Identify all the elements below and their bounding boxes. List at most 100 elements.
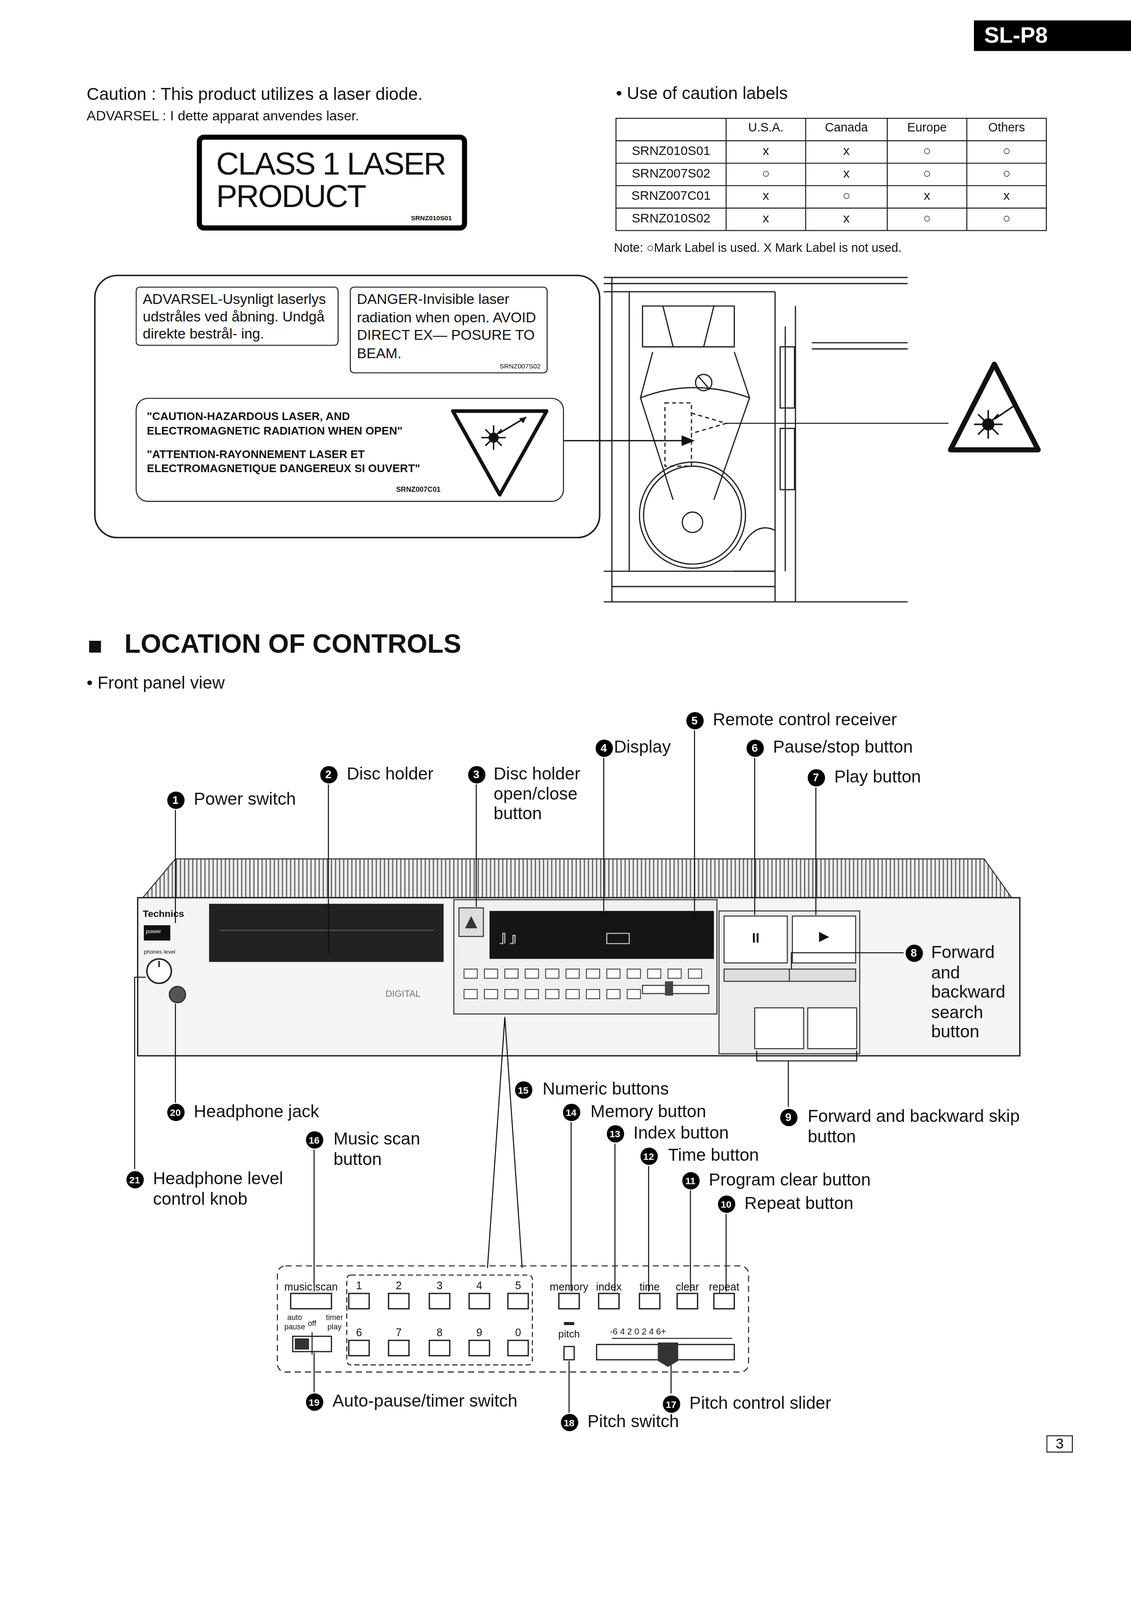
table-cell: x (843, 211, 850, 226)
panel-legend: phones level (143, 948, 176, 955)
callout-label: Index button (633, 1122, 729, 1143)
callout-label: Forward and backward search button (931, 942, 1018, 1043)
table-cell: x (762, 211, 770, 226)
button-legend: music scan (284, 1279, 338, 1293)
table-cell: x (1003, 188, 1010, 204)
callout-label: Disc holder open/close button (493, 763, 596, 824)
callout-number: 5 (685, 711, 704, 729)
callout-number: 4 (594, 738, 613, 757)
table-cell: x (843, 143, 850, 159)
table-cell: ○ (842, 188, 851, 204)
callout-label: Auto-pause/timer switch (332, 1390, 518, 1411)
callout-number: 2 (319, 765, 338, 783)
button-legend: memory (549, 1279, 589, 1293)
scale-legend: -6 4 2 0 2 4 6+ (609, 1326, 667, 1337)
table-cell: ○ (762, 166, 770, 181)
button-legend: 5 (515, 1278, 522, 1292)
callout-label: Display (614, 737, 671, 758)
button-legend: 7 (395, 1325, 402, 1338)
table-cell: x (924, 188, 931, 204)
callout-number: 11 (681, 1171, 700, 1189)
button-legend: 4 (476, 1278, 483, 1292)
switch-legend: timer play (321, 1313, 348, 1332)
section-heading: LOCATION OF CONTROLS (124, 629, 462, 660)
page-number: 3 (1046, 1434, 1073, 1453)
label-code: SRNZ007C01 (146, 485, 441, 493)
label-text: DANGER-Invisible laser radiation when op… (356, 290, 541, 362)
table-cell: ○ (1002, 211, 1011, 226)
table-heading: • Use of caution labels (615, 83, 788, 104)
brand-logo: Technics (142, 908, 185, 920)
callout-label: Remote control receiver (712, 709, 897, 730)
callout-number: 20 (166, 1102, 185, 1121)
callout-label: Time button (667, 1145, 759, 1166)
table-cell: SRNZ007S02 (631, 166, 711, 181)
button-legend: time (639, 1279, 660, 1293)
subheading: • Front panel view (86, 673, 225, 694)
table-cell: SRNZ007C01 (631, 188, 711, 204)
caution-text: ADVARSEL : I dette apparat anvendes lase… (86, 107, 359, 124)
callout-number: 7 (807, 768, 825, 787)
table-cell: x (762, 143, 770, 159)
warning-label: ADVARSEL-Usynligt laserlys udstråles ved… (135, 286, 339, 347)
callout-label: Pause/stop button (772, 737, 913, 758)
pointer-arrow (563, 440, 694, 442)
button-legend: repeat (708, 1279, 740, 1293)
label-text: "CAUTION-HAZARDOUS LASER, AND ELECTROMAG… (146, 408, 441, 438)
button-symbol: ▶ (819, 929, 830, 945)
callout-number: 3 (467, 765, 486, 783)
table-cell: U.S.A. (748, 121, 784, 136)
leader-line (725, 422, 949, 424)
callout-label: Headphone level control knob (152, 1168, 316, 1209)
warning-label: DANGER-Invisible laser radiation when op… (349, 286, 549, 374)
button-legend: 0 (515, 1325, 522, 1338)
callout-number: 17 (662, 1394, 680, 1413)
callout-number: 15 (514, 1080, 533, 1099)
callout-label: Pitch switch (587, 1411, 679, 1432)
front-panel-drawing (137, 858, 1021, 1056)
label-group-outline (94, 275, 600, 538)
laser-warning-symbol (448, 406, 551, 499)
table-cell: ○ (1002, 143, 1011, 159)
label-text: CLASS 1 LASER PRODUCT (216, 147, 452, 213)
table-cell: SRNZ010S02 (631, 211, 711, 226)
laser-warning-symbol (950, 364, 1039, 450)
callout-label: Power switch (193, 789, 296, 810)
table-cell: Others (988, 121, 1025, 136)
callout-number: 9 (779, 1107, 798, 1126)
callout-number: 18 (560, 1413, 578, 1431)
table-cell: ○ (923, 211, 931, 226)
panel-legend: DIGITAL (385, 988, 421, 999)
leader-lines (134, 730, 904, 1413)
callout-number: 16 (305, 1130, 324, 1149)
callout-label: Play button (834, 766, 922, 788)
button-legend: clear (675, 1279, 699, 1293)
callout-label: Repeat button (744, 1193, 854, 1214)
callout-number: 13 (606, 1124, 624, 1142)
button-legend: pitch (558, 1327, 580, 1340)
callout-label: Memory button (590, 1101, 707, 1122)
callout-number: 1 (166, 790, 185, 809)
table-cell: ○ (1002, 166, 1011, 181)
callout-label: Program clear button (708, 1169, 871, 1190)
header-tab (973, 20, 1131, 52)
callout-label: Numeric buttons (542, 1078, 669, 1099)
label-code: "ATTENTION-RAYONNEMENT LASER ET ELECTROM… (146, 446, 441, 476)
table-cell: ○ (923, 166, 931, 181)
heading-bullet: ■ (87, 631, 103, 660)
switch-legend: off (307, 1319, 317, 1329)
table-cell: x (762, 188, 770, 204)
callout-number: 10 (717, 1194, 735, 1213)
label-text: ADVARSEL-Usynligt laserlys udstråles ved… (142, 290, 332, 342)
button-legend: 9 (476, 1325, 483, 1338)
callout-label: Pitch control slider (689, 1393, 831, 1414)
button-legend: 2 (395, 1278, 402, 1292)
table-cell: Europe (907, 121, 947, 136)
keypad-detail (277, 1265, 749, 1372)
button-legend: power (145, 927, 162, 935)
laser-class-label: CLASS 1 LASER PRODUCTSRNZ010S01 (196, 134, 467, 231)
callout-label: Music scan button (333, 1128, 436, 1169)
callout-number: 12 (639, 1146, 658, 1165)
callout-label: Forward and backward skip button (807, 1106, 1028, 1147)
page-tab: SL-P8 (984, 22, 1048, 49)
